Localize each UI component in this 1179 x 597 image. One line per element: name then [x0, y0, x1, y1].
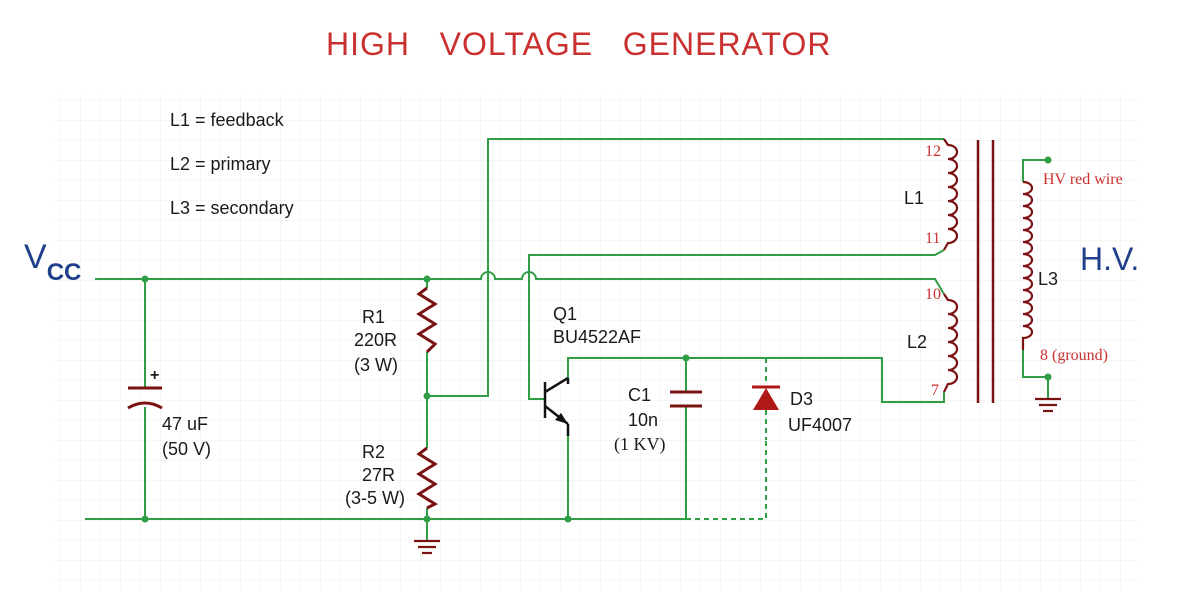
pin-11: 11: [925, 230, 941, 247]
ground-symbol: [1035, 397, 1061, 413]
ground-pin-label: 8 (ground): [1040, 347, 1108, 364]
emitter-arrow: [555, 413, 568, 424]
r2-value: 27R: [362, 465, 396, 485]
cap-rating: (50 V): [162, 439, 212, 459]
capacitor-c1-symbol: [670, 390, 702, 408]
vcc-label: VCC: [24, 238, 81, 285]
r2-name: R2: [362, 442, 386, 462]
d3-name: D3: [790, 389, 814, 409]
junction-dot: [682, 354, 690, 362]
vcc-v: V: [24, 238, 47, 276]
vcc-rail: [95, 271, 945, 295]
capacitor-47uf-symbol: [127, 386, 163, 410]
cap-plus: +: [150, 367, 160, 384]
cap-value: 47 uF: [162, 414, 209, 434]
winding-l3: [1021, 180, 1034, 350]
junction-dot: [1044, 156, 1052, 164]
winding-l2: [943, 293, 959, 393]
r1-name: R1: [362, 307, 386, 327]
wires: [85, 138, 1049, 540]
legend-l1: L1 = feedback: [170, 110, 284, 130]
transformer-core: [976, 140, 995, 403]
junction-dot: [423, 515, 431, 523]
r2-rating: (3-5 W): [345, 488, 405, 508]
secondary-bottom: [1022, 350, 1049, 398]
junction-dot: [564, 515, 572, 523]
junction-dot: [1044, 373, 1052, 381]
junction-dots: [141, 156, 1052, 523]
c1-rating: (1 KV): [614, 434, 666, 454]
winding-l1: [943, 138, 959, 251]
legend-l2: L2 = primary: [170, 154, 271, 174]
junction-dot: [423, 275, 431, 283]
page-title: HIGH VOLTAGE GENERATOR: [326, 26, 832, 62]
c1-value: 10n: [628, 410, 659, 430]
pin-10: 10: [925, 286, 941, 303]
q1-part: BU4522AF: [553, 327, 642, 347]
pin-7: 7: [931, 382, 939, 399]
c1-name: C1: [628, 385, 652, 405]
q1-name: Q1: [553, 304, 578, 324]
hv-label: H.V.: [1080, 241, 1140, 277]
base-line: [528, 249, 945, 400]
feedback-line: [427, 138, 944, 397]
r1-rating: (3 W): [354, 355, 398, 375]
l1-label: L1: [904, 188, 925, 208]
ground-symbol: [414, 539, 440, 555]
secondary-top: [1022, 159, 1048, 182]
l2-label: L2: [907, 332, 928, 352]
pin-12: 12: [925, 143, 941, 160]
junction-dot: [423, 392, 431, 400]
d3-part: UF4007: [788, 415, 853, 435]
r1-value: 220R: [354, 330, 398, 350]
r1-zigzag: [416, 286, 438, 354]
hv-wire-label: HV red wire: [1043, 171, 1123, 188]
vcc-subscript: CC: [46, 259, 82, 286]
legend-l3: L3 = secondary: [170, 198, 294, 218]
junction-dot: [141, 275, 149, 283]
l3-label: L3: [1038, 269, 1059, 289]
grid-background: [55, 95, 1140, 590]
collector-line: [567, 357, 945, 403]
r2-zigzag: [416, 446, 439, 510]
diode-d3-triangle: [753, 388, 779, 410]
junction-dot: [141, 515, 149, 523]
